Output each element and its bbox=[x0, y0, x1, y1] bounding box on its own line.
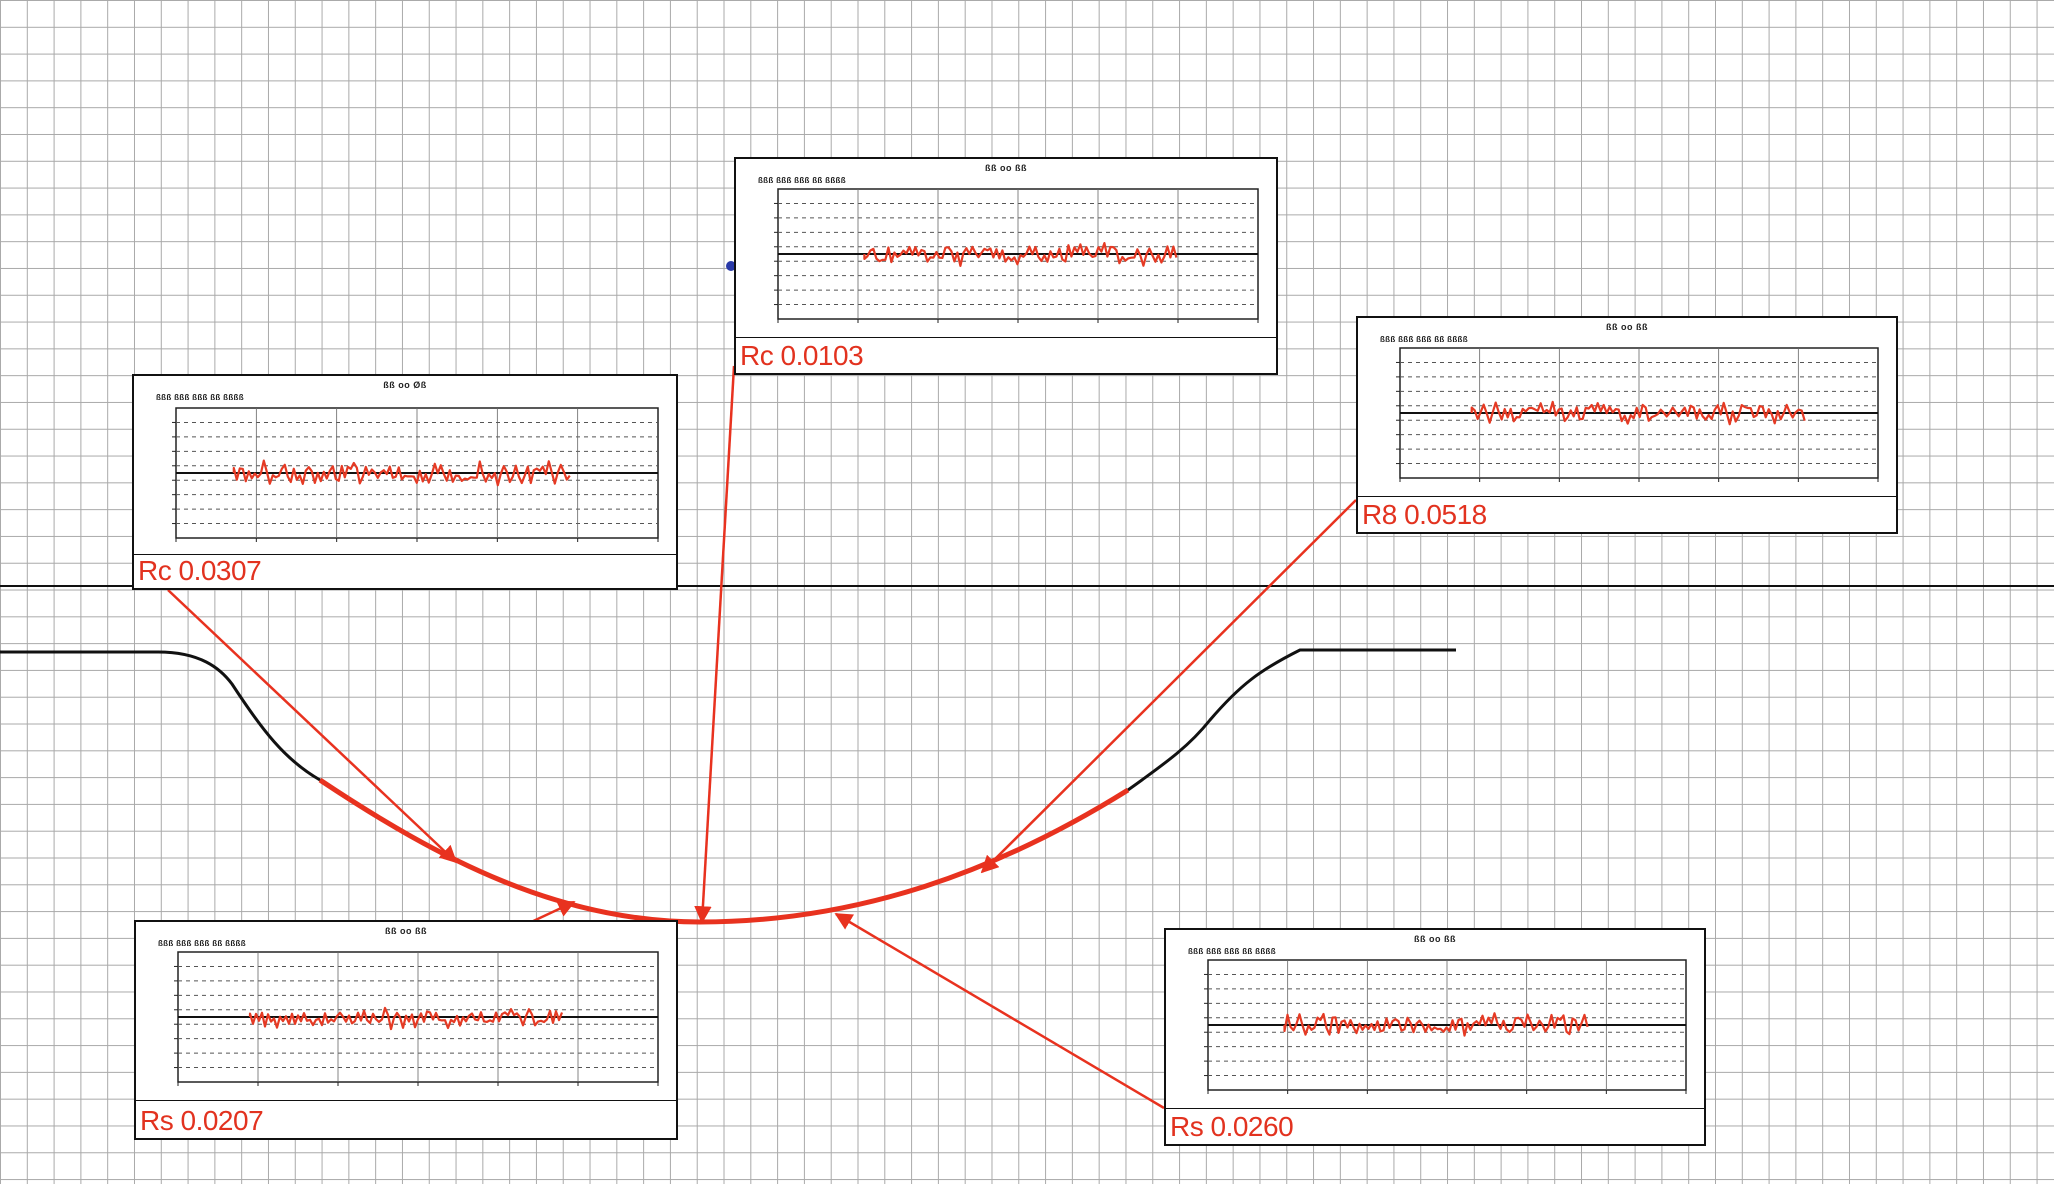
panel-divider bbox=[736, 337, 1276, 338]
panel-divider bbox=[134, 554, 676, 555]
panel-header: ßß oo ßß ßßß ßßß ßßß ßß ßßßß bbox=[736, 163, 1276, 185]
arrow-from-panel-1 bbox=[167, 589, 458, 864]
signal-panel-1: ßß oo Øß ßßß ßßß ßßß ßß ßßßß Rc 0.0307 bbox=[132, 374, 678, 590]
panel-title: ßß oo ßß bbox=[385, 926, 427, 936]
signal-trace bbox=[1283, 1012, 1589, 1037]
reliability-label: Rs 0.0207 bbox=[140, 1105, 264, 1136]
panel-header: ßß oo ßß ßßß ßßß ßßß ßß ßßßß bbox=[1166, 934, 1704, 956]
panel-divider bbox=[1166, 1108, 1704, 1109]
panel-header: ßß oo Øß ßßß ßßß ßßß ßß ßßßß bbox=[134, 380, 676, 402]
panel-legend: ßßß ßßß ßßß ßß ßßßß bbox=[1188, 947, 1276, 956]
signal-plot bbox=[172, 407, 659, 542]
signal-trace bbox=[232, 459, 571, 487]
track-curve-right bbox=[1127, 648, 1456, 792]
reliability-label: Rc 0.0103 bbox=[740, 340, 864, 371]
signal-plot bbox=[1204, 959, 1687, 1094]
panel-title: ßß oo ßß bbox=[1606, 322, 1648, 332]
panel-title: ßß oo ßß bbox=[985, 163, 1027, 173]
signal-plot bbox=[774, 188, 1259, 323]
track-curve-left bbox=[0, 650, 321, 782]
reliability-label: Rs 0.0260 bbox=[1170, 1111, 1294, 1142]
signal-plot bbox=[174, 951, 659, 1086]
track-curve-bottom bbox=[318, 777, 1130, 925]
arrow-from-panel-2 bbox=[694, 365, 736, 924]
signal-plot bbox=[1396, 347, 1879, 482]
panel-header: ßß oo ßß ßßß ßßß ßßß ßß ßßßß bbox=[136, 926, 676, 948]
panel-divider bbox=[136, 1100, 676, 1101]
reliability-label: Rc 0.0307 bbox=[138, 555, 262, 586]
panel-legend: ßßß ßßß ßßß ßß ßßßß bbox=[758, 176, 846, 185]
signal-panel-4: ßß oo ßß ßßß ßßß ßßß ßß ßßßß Rs 0.0207 bbox=[134, 920, 678, 1140]
panel-header: ßß oo ßß ßßß ßßß ßßß ßß ßßßß bbox=[1358, 322, 1896, 344]
panel-legend: ßßß ßßß ßßß ßß ßßßß bbox=[1380, 335, 1468, 344]
panel-divider bbox=[1358, 496, 1896, 497]
signal-trace bbox=[863, 242, 1178, 267]
signal-trace bbox=[1470, 400, 1806, 426]
panel-legend: ßßß ßßß ßßß ßß ßßßß bbox=[158, 939, 246, 948]
panel-title: ßß oo Øß bbox=[383, 380, 427, 390]
signal-panel-2: ßß oo ßß ßßß ßßß ßßß ßß ßßßß Rc 0.0103 bbox=[734, 157, 1278, 375]
reliability-label: R8 0.0518 bbox=[1362, 499, 1487, 530]
arrow-from-panel-3 bbox=[980, 499, 1357, 874]
panel-legend: ßßß ßßß ßßß ßß ßßßß bbox=[156, 393, 244, 402]
signal-panel-3: ßß oo ßß ßßß ßßß ßßß ßß ßßßß R8 0.0518 bbox=[1356, 316, 1898, 534]
panel-title: ßß oo ßß bbox=[1414, 934, 1456, 944]
arrow-from-panel-5 bbox=[834, 912, 1165, 1110]
signal-panel-5: ßß oo ßß ßßß ßßß ßßß ßß ßßßß Rs 0.0260 bbox=[1164, 928, 1706, 1146]
